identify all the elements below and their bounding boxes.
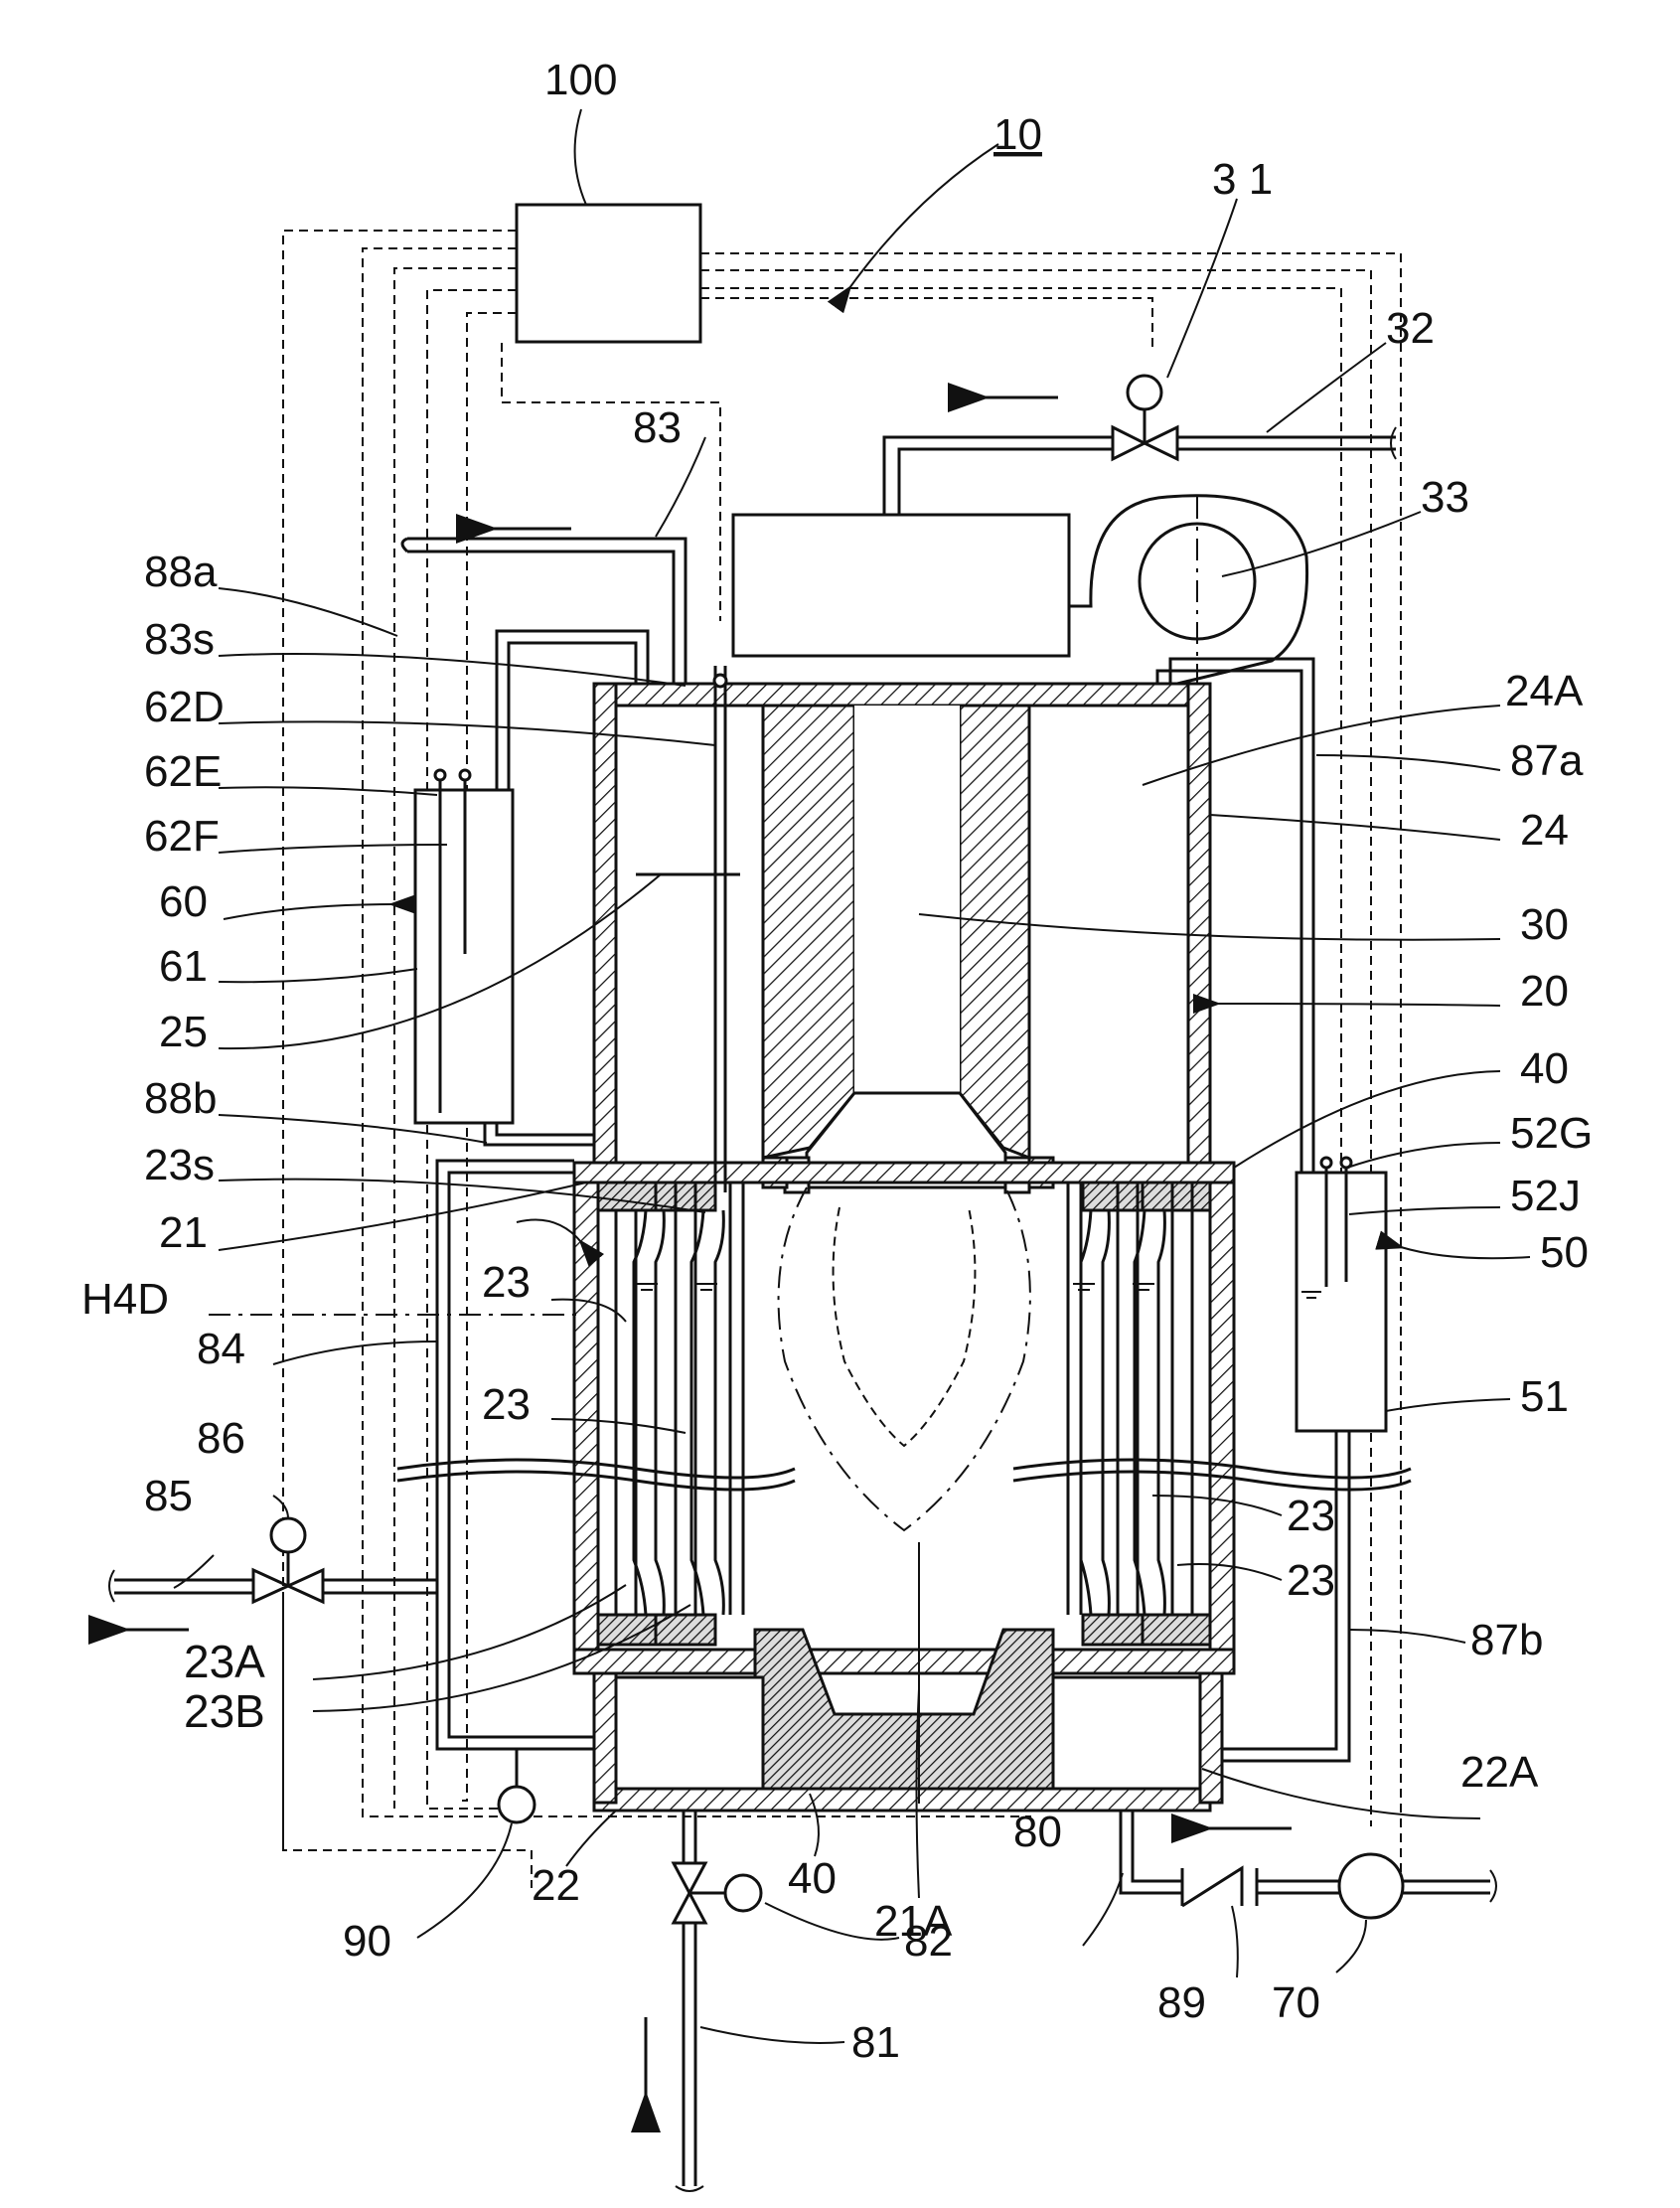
label-62D: 62D [144,683,225,731]
label-60: 60 [159,877,208,926]
controller-box [517,205,700,342]
label-88a: 88a [144,548,218,596]
label-31: 3 1 [1212,155,1273,204]
label-23s: 23s [144,1141,215,1189]
label-22A: 22A [1460,1748,1539,1797]
burner-head [733,515,1069,656]
valve-31 [1113,376,1177,459]
label-80: 80 [1013,1808,1062,1856]
label-87b: 87b [1470,1616,1543,1664]
label-62E: 62E [144,747,222,796]
label-24A: 24A [1505,667,1584,715]
label-21: 21 [159,1208,208,1257]
header-22 [614,1677,763,1789]
label-23-c: 23 [1287,1492,1335,1540]
label-84: 84 [197,1325,245,1373]
label-22: 22 [532,1861,580,1910]
label-70: 70 [1272,1978,1320,2027]
label-24: 24 [1520,806,1569,855]
label-61: 61 [159,942,208,991]
label-83s: 83s [144,615,215,664]
label-32: 32 [1386,304,1435,353]
header-22A [1053,1677,1202,1789]
valve-actuator-86 [271,1518,305,1552]
label-23-b: 23 [482,1380,531,1429]
label-100: 100 [544,56,617,104]
flame [779,1187,1030,1530]
label-23B: 23B [184,1685,265,1737]
label-89: 89 [1157,1978,1206,2027]
outlet-81 [646,1811,761,2191]
label-25: 25 [159,1008,208,1056]
label-10: 10 [993,110,1042,159]
label-30: 30 [1520,900,1569,949]
label-H4D: H4D [81,1275,169,1324]
tubes-left [616,1183,743,1615]
inlet-80 [1121,1811,1496,1918]
label-40-top: 40 [1520,1044,1569,1093]
label-87a: 87a [1510,736,1584,785]
upper-vessel [594,684,1210,1192]
label-86: 86 [197,1414,245,1463]
label-51: 51 [1520,1372,1569,1421]
label-90: 90 [343,1917,391,1966]
label-52G: 52G [1510,1109,1593,1158]
label-83: 83 [633,403,682,452]
label-50: 50 [1540,1228,1589,1277]
label-52J: 52J [1510,1172,1581,1220]
label-33: 33 [1421,473,1469,522]
pump-70 [1339,1854,1403,1918]
water-levels [636,1284,1154,1290]
label-88b: 88b [144,1074,217,1123]
label-85: 85 [144,1472,193,1520]
label-23-a: 23 [482,1258,531,1307]
label-23-d: 23 [1287,1556,1335,1605]
label-23A: 23A [184,1636,265,1687]
label-81: 81 [851,2018,900,2067]
blower-33 [1069,496,1307,686]
label-20: 20 [1520,967,1569,1016]
valve-actuator-82 [725,1875,761,1911]
tubes-right [1068,1183,1192,1615]
label-62F: 62F [144,812,220,861]
label-40-bottom: 40 [788,1854,837,1903]
sensor-90 [499,1787,535,1822]
break-lines [397,1460,1411,1490]
label-82: 82 [904,1917,953,1966]
